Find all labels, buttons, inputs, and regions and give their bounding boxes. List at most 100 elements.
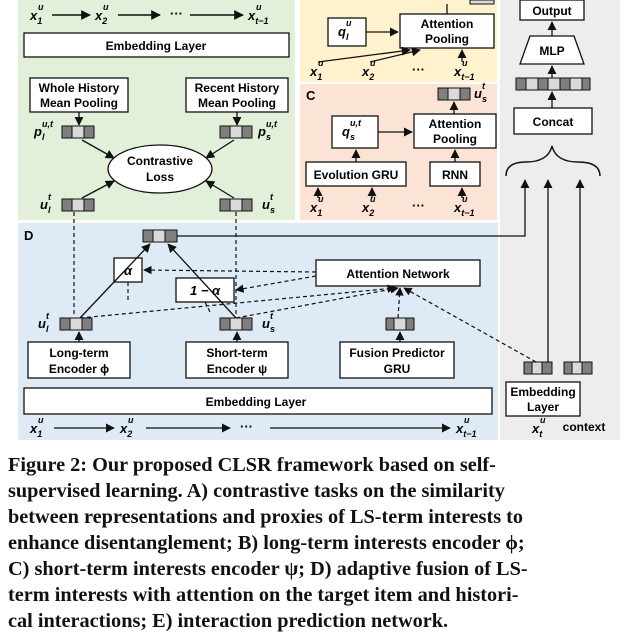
arrow-ps-loss: [205, 139, 235, 159]
vector-target: [523, 361, 553, 375]
mlp-box: [519, 35, 585, 65]
vector-ul-d: [59, 317, 93, 331]
seq-c: x1 u x2 u ··· xt−1 u: [309, 194, 475, 218]
svg-text:x2: x2: [361, 200, 374, 218]
svg-text:xt−1: xt−1: [453, 64, 475, 82]
attn-pool-b-l1: Attention: [421, 17, 474, 31]
attention-dashed: [73, 212, 537, 363]
embedding-layer-bottom: [23, 387, 493, 415]
ul-label-d: ul: [38, 316, 49, 334]
us-label-a: us: [262, 197, 275, 215]
attention-network-box: [315, 259, 481, 287]
caption-line-7: cal interactions; E) interaction predict…: [8, 610, 449, 632]
embedding-layer-top: [23, 32, 290, 58]
vector-fusion-out: [385, 317, 415, 331]
vector-ul-a: [61, 198, 95, 212]
svg-text:u: u: [318, 58, 324, 68]
caption-line-3: between representations and proxies of L…: [8, 506, 524, 528]
vector-b-out-tail: [469, 0, 495, 5]
ul-sup-a: t: [48, 192, 52, 202]
qs-box: [331, 115, 379, 149]
arrow-us-loss: [205, 180, 235, 199]
pl-sup: u,t: [42, 119, 54, 129]
svg-text:x2: x2: [361, 64, 374, 82]
framework-diagram: C D x1 u x2 u ··· xt−1 u Embedding Layer…: [18, 0, 620, 440]
ps-sup: u,t: [266, 119, 278, 129]
brace: [505, 145, 601, 177]
ql-box: [327, 17, 367, 47]
embedding-layer-bottom-label: Embedding Layer: [206, 395, 307, 409]
context-label: context: [563, 420, 606, 434]
ellipsis-a: ···: [170, 6, 183, 21]
us-to-fused: [167, 243, 237, 319]
xt1-label: xt−1: [247, 8, 269, 26]
fusion-l1: Fusion Predictor: [349, 346, 445, 360]
ql-label: ql: [338, 24, 349, 42]
svg-text:x1: x1: [309, 200, 322, 218]
long-term-l2: Encoder ϕ: [49, 362, 109, 376]
recent-history-box: [185, 77, 289, 113]
figure-caption: Figure 2: Our proposed CLSR framework ba…: [8, 452, 632, 634]
embedding-right-l2: Layer: [527, 400, 559, 414]
fused-to-concat: [177, 179, 530, 237]
contrastive-l2: Loss: [146, 170, 174, 184]
vector-us-c: [437, 87, 471, 101]
attn-pool-b-l2: Pooling: [425, 32, 469, 46]
x1-sup: u: [38, 2, 44, 12]
embedding-layer-top-label: Embedding Layer: [106, 39, 207, 53]
seq-d: x1 u x2 u ··· xt−1 u: [29, 415, 477, 439]
whole-history-l2: Mean Pooling: [40, 96, 118, 110]
short-term-l1: Short-term: [206, 346, 267, 360]
vector-concat: [515, 77, 591, 91]
rnn-box: [429, 161, 481, 187]
attn-pool-c-l2: Pooling: [433, 132, 477, 146]
ps-label: ps: [257, 124, 271, 142]
qs-sup: u,t: [350, 118, 362, 128]
contrastive-loss: [107, 144, 213, 194]
output-label: Output: [532, 4, 571, 18]
vector-pl: [61, 125, 95, 139]
vector-us-a: [219, 198, 253, 212]
panel-c: [300, 84, 497, 220]
svg-text:x1: x1: [29, 421, 42, 439]
recent-history-l1: Recent History: [195, 81, 280, 95]
us-label-d: us: [262, 316, 275, 334]
vector-ps: [219, 125, 253, 139]
svg-text:u: u: [462, 194, 468, 204]
output-box: [519, 0, 585, 21]
one-minus-alpha-box: [175, 277, 235, 303]
us-sup-c: t: [482, 81, 486, 91]
attention-pooling-c: [413, 113, 497, 149]
svg-text:···: ···: [240, 419, 253, 434]
svg-text:xt−1: xt−1: [453, 200, 475, 218]
long-term-l1: Long-term: [49, 346, 108, 360]
arrow-xb1-attn: [317, 46, 411, 63]
x1-label: x1: [29, 8, 42, 26]
vector-context: [563, 361, 593, 375]
seq-b: x1 u x2 u ··· xt−1 u: [309, 58, 475, 82]
long-term-encoder-box: [27, 341, 131, 379]
svg-text:u: u: [318, 194, 324, 204]
vector-us-d: [219, 317, 253, 331]
svg-text:x2: x2: [119, 421, 132, 439]
caption-line-4: enhance disentanglement; B) long-term in…: [8, 532, 525, 554]
fusion-l2: GRU: [384, 362, 411, 376]
x2-label: x2: [94, 8, 107, 26]
xt1-sup: u: [256, 2, 262, 12]
attn-pool-c-l1: Attention: [429, 117, 482, 131]
panel-c-label: C: [306, 88, 316, 103]
svg-text:u: u: [464, 415, 470, 425]
caption-line-1: Figure 2: Our proposed CLSR framework ba…: [8, 454, 496, 476]
contrastive-l1: Contrastive: [127, 154, 193, 168]
embedding-right-l1: Embedding: [510, 385, 575, 399]
whole-history-box: [29, 77, 129, 113]
rnn-label: RNN: [442, 168, 468, 182]
panel-d-label: D: [24, 228, 33, 243]
ul-to-fused: [79, 243, 151, 319]
svg-text:u: u: [370, 58, 376, 68]
short-term-l2: Encoder ψ: [207, 362, 267, 376]
seq-top-a: x1 u x2 u ··· xt−1 u: [29, 2, 269, 26]
attention-network-label: Attention Network: [346, 267, 450, 281]
vector-fused: [142, 229, 178, 243]
embedding-layer-right: [505, 381, 581, 417]
